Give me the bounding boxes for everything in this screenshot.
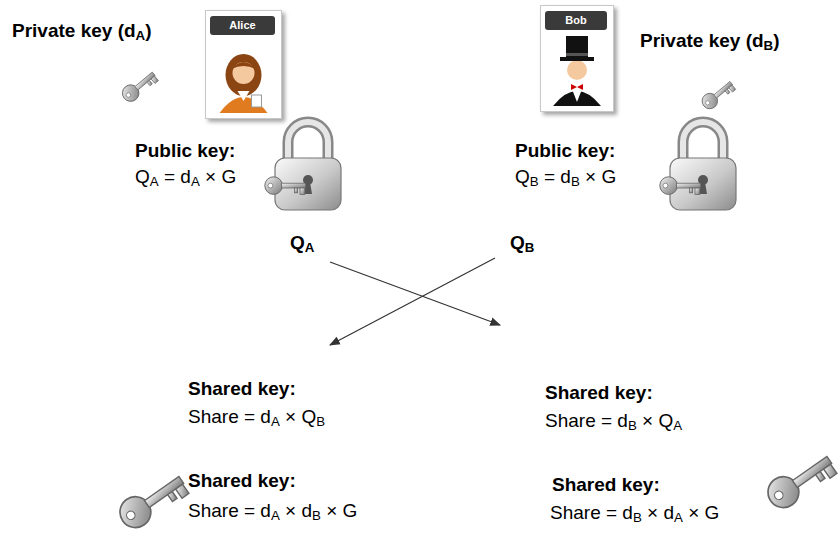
shared-key-icon — [762, 447, 838, 513]
shared-key-formula: Share = dA × QB — [188, 406, 325, 429]
private-key-icon — [119, 68, 159, 105]
person-card: Bob — [540, 5, 614, 112]
exchange-arrow — [330, 258, 495, 345]
name-tag: Alice — [210, 16, 275, 35]
shared-key-icon — [114, 467, 190, 533]
public-key-formula: QA = dA × G — [135, 166, 236, 189]
public-key-name: QA — [290, 232, 314, 255]
name-tag: Bob — [545, 11, 607, 30]
padlock-icon — [265, 122, 341, 210]
shared-key-formula: Share = dA × dB × G — [188, 500, 357, 523]
private-key-label: Private key (dB) — [640, 30, 780, 53]
person-card: Alice — [205, 10, 282, 119]
shared-key-heading: Shared key: — [188, 470, 296, 493]
shared-key-heading: Shared key: — [545, 382, 653, 405]
shared-key-formula: Share = dB × QA — [545, 410, 682, 433]
shared-key-heading: Shared key: — [552, 474, 660, 497]
shared-key-heading: Shared key: — [188, 378, 296, 401]
exchange-arrow — [330, 262, 500, 325]
private-key-icon — [699, 77, 736, 112]
public-key-name: QB — [510, 232, 534, 255]
private-key-label: Private key (dA) — [12, 20, 152, 43]
public-key-heading: Public key: — [135, 140, 235, 163]
padlock-icon — [660, 122, 736, 210]
public-key-heading: Public key: — [515, 140, 615, 163]
shared-key-formula: Share = dB × dA × G — [550, 502, 719, 525]
public-key-formula: QB = dB × G — [515, 166, 616, 189]
